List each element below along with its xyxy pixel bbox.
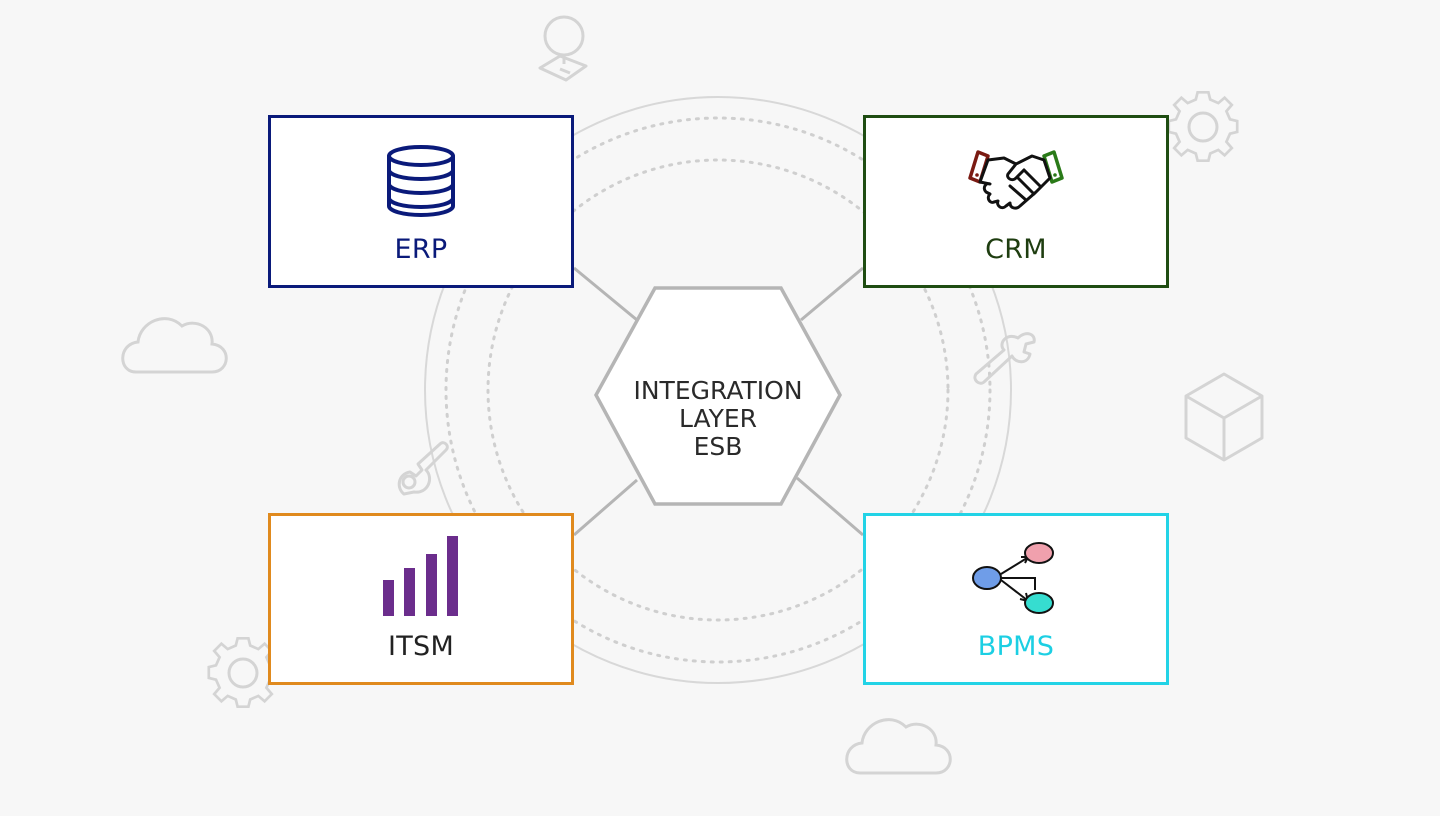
integration-hub-label: INTEGRATION LAYER ESB	[600, 377, 836, 461]
connector-erp	[573, 266, 638, 322]
crm-node: CRM	[863, 115, 1169, 288]
gear-icon	[207, 636, 279, 709]
cube-icon	[1184, 372, 1264, 462]
gear-icon	[1167, 90, 1239, 163]
lightbulb-icon	[538, 15, 588, 82]
cloud-icon	[845, 718, 952, 775]
hub-line-3: ESB	[693, 432, 743, 461]
itsm-label: ITSM	[387, 631, 455, 662]
integration-hub-hexagon	[594, 286, 842, 506]
crm-label: CRM	[985, 234, 1047, 265]
bar-chart-icon	[271, 534, 571, 618]
outer-ring	[424, 96, 1012, 684]
bpms-label: BPMS	[977, 631, 1055, 662]
erp-node: ERP	[268, 115, 574, 288]
dotted-ring-outer	[444, 116, 992, 664]
wrench-icon	[973, 332, 1036, 385]
connector-bpms	[796, 476, 864, 537]
erp-label: ERP	[394, 234, 448, 265]
connector-crm	[800, 266, 864, 322]
connectors	[573, 266, 864, 537]
bpms-node: BPMS	[863, 513, 1169, 685]
wrench-icon	[397, 441, 449, 496]
dotted-ring-inner	[486, 158, 950, 622]
database-icon	[271, 140, 571, 222]
process-flow-icon	[866, 538, 1166, 614]
connector-itsm	[573, 478, 638, 537]
itsm-node: ITSM	[268, 513, 574, 685]
hub-line-2: LAYER	[678, 404, 758, 433]
cloud-icon	[121, 317, 228, 374]
handshake-icon	[866, 148, 1166, 216]
hub-line-1: INTEGRATION	[633, 376, 803, 405]
